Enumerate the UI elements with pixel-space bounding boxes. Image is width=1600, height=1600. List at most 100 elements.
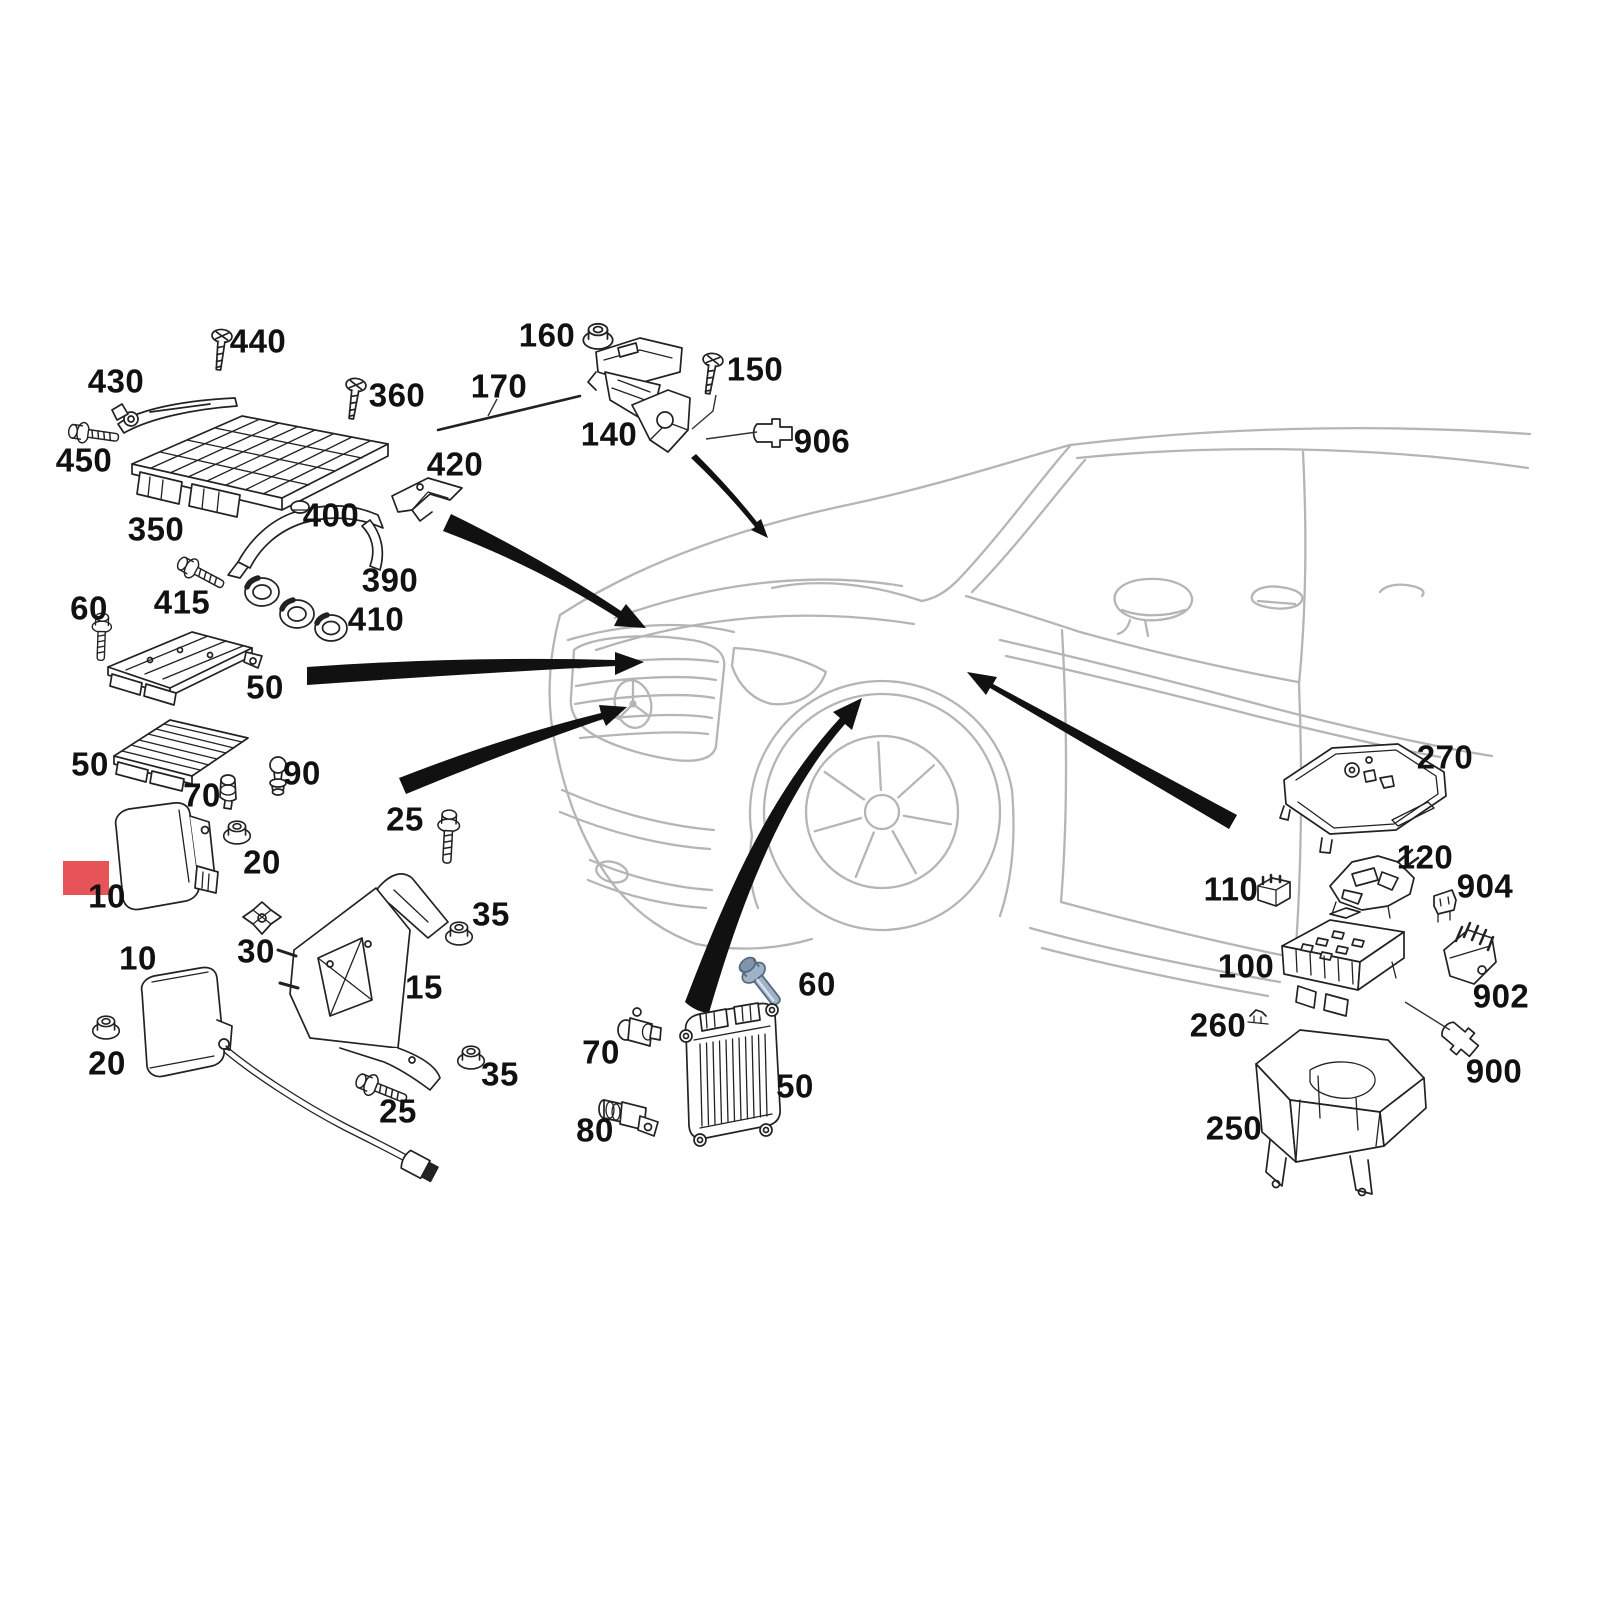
- part-label-900-42: 900: [1466, 1053, 1523, 1090]
- part-label-10-21: 10: [88, 878, 126, 915]
- clip-260-icon: [1247, 1009, 1269, 1025]
- part-label-270-34: 270: [1417, 739, 1474, 776]
- part-label-350-4: 350: [128, 511, 185, 548]
- part-label-35-23: 35: [472, 896, 510, 933]
- car-bumper-side: [548, 613, 698, 946]
- car-roofline: [1068, 427, 1532, 447]
- nut-20b-icon: [91, 1015, 121, 1040]
- part-label-10-24: 10: [119, 940, 157, 977]
- control-unit-50c: [679, 1002, 781, 1147]
- car-hood-crease-1: [613, 578, 904, 620]
- part-label-906-14: 906: [794, 423, 851, 460]
- grommets-410: [244, 575, 348, 642]
- parts-artwork: [66, 322, 1497, 1197]
- car-arch-rear: [998, 788, 1015, 918]
- fuse-box-cover-270: [1279, 743, 1447, 854]
- part-label-100-38: 100: [1218, 948, 1275, 985]
- bracket-400-icon: [227, 500, 384, 579]
- car-grille-slats: [573, 657, 720, 740]
- part-label-120-35: 120: [1397, 839, 1454, 876]
- part-label-70-31: 70: [582, 1034, 620, 1071]
- ecu-arrow: [685, 698, 862, 1013]
- clip-30-icon: [242, 901, 282, 935]
- sensor-70-icon: [219, 774, 237, 810]
- leader-906-to-140: [705, 431, 758, 440]
- part-label-260-40: 260: [1190, 1007, 1247, 1044]
- nut-20-icon: [222, 820, 252, 845]
- car-grille: [569, 635, 726, 762]
- car-beltline: [998, 638, 1494, 758]
- rod-170: [436, 394, 582, 432]
- grille-arrow: [307, 652, 644, 685]
- fuse-block-902: [1443, 921, 1497, 985]
- control-unit-50-top: [107, 631, 263, 706]
- sensor-70b-icon: [617, 1007, 662, 1047]
- radar-unit-10b: [140, 966, 439, 1183]
- latch-arrow: [691, 454, 768, 538]
- part-label-30-25: 30: [237, 933, 275, 970]
- car-rocker-2: [1040, 946, 1270, 998]
- relay-carrier-120: [1329, 848, 1420, 919]
- part-label-20-20: 20: [243, 844, 281, 881]
- part-label-15-26: 15: [405, 969, 443, 1006]
- car-window-sill: [964, 594, 1300, 684]
- car-wheel-spokes: [813, 740, 953, 879]
- part-label-20-27: 20: [88, 1045, 126, 1082]
- part-label-35-28: 35: [481, 1056, 519, 1093]
- star-arrow: [399, 705, 627, 794]
- part-label-50-16: 50: [246, 669, 284, 706]
- car-door-front-seam: [1059, 628, 1068, 904]
- car-rear-door-handle: [1378, 583, 1425, 598]
- part-label-80-33: 80: [576, 1112, 614, 1149]
- car-b-pillar: [1293, 450, 1307, 963]
- part-label-60-30: 60: [798, 966, 836, 1003]
- part-label-902-39: 902: [1473, 978, 1530, 1015]
- part-label-400-5: 400: [303, 497, 360, 534]
- mercedes-star-icon: [613, 678, 653, 729]
- car-rocker-1: [1028, 926, 1282, 984]
- fusebox-arrow: [967, 672, 1237, 829]
- part-label-25-29: 25: [379, 1093, 417, 1130]
- clip-900-icon: [1441, 1021, 1480, 1058]
- part-label-904-37: 904: [1457, 868, 1514, 905]
- car-headlight: [730, 646, 828, 706]
- car-fender-arch: [748, 679, 1014, 838]
- car-hub: [863, 793, 901, 831]
- car-hood-crease-2: [594, 614, 916, 652]
- nut-160-icon: [582, 322, 614, 350]
- car-rim: [804, 734, 960, 890]
- part-label-415-6: 415: [154, 584, 211, 621]
- housing-250: [1255, 1029, 1427, 1197]
- part-label-70-18: 70: [183, 777, 221, 814]
- part-label-360-2: 360: [369, 377, 426, 414]
- part-label-50-17: 50: [71, 746, 109, 783]
- leader-170-label: [487, 398, 498, 417]
- bracket-15: [276, 873, 449, 1091]
- sensor-80-icon: [598, 1099, 659, 1137]
- part-10-highlight: [63, 861, 109, 895]
- part-label-420-9: 420: [427, 446, 484, 483]
- screw-360-icon: [340, 376, 368, 421]
- car-foglight: [595, 860, 629, 884]
- part-label-440-0: 440: [230, 323, 287, 360]
- bracket-420-icon: [391, 477, 463, 522]
- car-intake-upper: [558, 788, 716, 851]
- part-label-150-12: 150: [727, 351, 784, 388]
- relay-110-icon: [1257, 873, 1291, 907]
- control-unit-350: [131, 415, 389, 518]
- part-label-60-15: 60: [70, 590, 108, 627]
- control-unit-50-finned: [113, 719, 249, 792]
- car-hood-silhouette: [558, 443, 1072, 617]
- part-label-110-36: 110: [1204, 871, 1259, 908]
- car-beltline-2: [1004, 654, 1442, 759]
- car-hood-front-edge: [566, 623, 736, 642]
- nut-35-icon: [444, 921, 474, 946]
- hood-arrow: [443, 514, 646, 628]
- part-label-410-8: 410: [348, 601, 405, 638]
- radar-unit-10: [114, 802, 219, 911]
- leader-150-to-140: [691, 394, 717, 430]
- car-intake-lower: [586, 858, 714, 910]
- leader-lines: [487, 394, 1451, 1031]
